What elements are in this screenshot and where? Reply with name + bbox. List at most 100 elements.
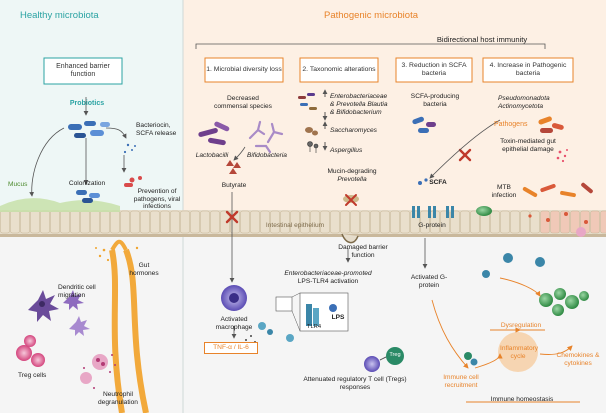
actinomycetota-label: Actinomycetota [498,103,544,110]
damaged-barrier-icon [341,233,359,244]
epithelial-cell [270,210,280,234]
epithelial-cell [540,210,550,234]
pathogen-icon [124,176,142,187]
pathogenic-title: Pathogenic microbiota [324,10,418,21]
taxon-line-2: & Prevotella Blautia [330,101,388,108]
neutrophil-label: Neutrophil degranulation [98,391,138,406]
immune-cell-icon [258,322,294,342]
cytokines-label: TNF-α / IL-6 [204,342,258,354]
dendritic-cell-icon [69,316,90,336]
epithelial-cell [130,210,140,234]
epithelial-cell [20,210,30,234]
butyrate-icon [226,160,241,174]
epithelial-cell [560,210,570,234]
epithelial-cell [240,210,250,234]
epithelial-cell [530,210,540,234]
epithelial-cell [170,210,180,234]
treg-label: Treg [389,352,401,358]
epithelial-cell [200,210,210,234]
epithelial-cell [160,210,170,234]
epithelial-cell [510,210,520,234]
colonization-bacteria-icon [76,190,100,203]
mechanism-3-label: 3. Reduction in SCFA bacteria [397,59,471,81]
epithelial-cell [60,210,70,234]
tlr4-label: TLR4 [306,324,322,330]
epithelial-cell [40,210,50,234]
epithelial-cell [90,210,100,234]
scfa-bacteria-icon [412,116,436,133]
lps-tlr4-zoom [275,292,349,332]
scfa-producing-label: SCFA-producing bacteria [410,93,460,108]
epithelial-cell [520,210,530,234]
epithelial-cell [370,210,380,234]
entero-promoted-label: Enterobacteriaceae-promoted [284,270,372,277]
colonization-label: Colonization [68,180,106,187]
mucus-label: Mucus [8,181,28,188]
activated-macrophage-label: Activated macrophage [215,316,253,331]
epithelial-cell [490,210,500,234]
epithelial-cell [210,210,220,234]
damaged-barrier-label: Damaged barrier function [338,244,388,259]
epithelial-cell [290,210,300,234]
dendritic-cell-icon [28,290,59,322]
epithelial-cell [150,210,160,234]
epithelial-cell [590,210,600,234]
epithelial-cell [470,210,480,234]
epithelial-cell [190,210,200,234]
scfa-label: SCFA [429,179,447,186]
lactobacilli-icon [198,121,230,146]
immune-cell-icon [464,352,478,366]
epithelial-cell [330,210,340,234]
scfa-molecule-icon [418,178,428,185]
epithelial-cell [50,210,60,234]
epithelial-cell [320,210,330,234]
toxin-label: Toxin-mediated gut epithelial damage [500,138,556,153]
prevention-label: Prevention of pathogens, viral infection… [133,188,181,211]
g-protein-label: G-protein [418,222,446,229]
dendritic-cell-icon [63,290,84,310]
mtb-icon [522,182,593,198]
lps-tlr4-label: LPS-TLR4 activation [297,278,359,285]
epithelial-cell [260,210,270,234]
bifidobacteria-icon [248,120,284,154]
epithelial-cell [340,210,350,234]
bifidobacteria-label: Bifidobacteria [247,152,287,159]
epithelial-cell [100,210,110,234]
mtb-label: MTB infection [491,184,517,199]
epithelial-cell [140,210,150,234]
epithelial-cell [30,210,40,234]
inflammatory-cycle-label: Inflammatory cycle [500,345,539,360]
bidirectional-label: Bidirectional host immunity [436,35,528,44]
epithelial-cell [0,210,10,234]
neutrophil-icon [576,227,586,237]
healthy-title: Healthy microbiota [20,10,99,21]
mechanism-1-label: 1. Microbial diversity loss [206,59,282,81]
epithelial-cell [600,210,606,234]
treg-cell-icon [16,335,45,367]
treg-cells-label: Treg cells [18,372,47,379]
chemokines-label: Chemokines & cytokines [556,352,600,367]
epithelial-cell [300,210,310,234]
intestinal-epithelium [0,210,606,237]
lps-label: LPS [331,314,345,321]
yeast-icon [305,127,318,136]
dysregulation-label: Dysregulation [500,322,542,329]
gut-hormones-label: Gut hormones [129,262,159,277]
epithelial-cell [420,210,430,234]
activated-g-protein-label: Activated G-protein [410,274,448,289]
epithelial-cell [280,210,290,234]
epithelial-cell [110,210,120,234]
immune-recruitment-label: Immune cell recruitment [443,374,479,389]
aspergillus-icon [307,141,319,153]
pathogens-label: Pathogens [494,121,528,128]
red-x-icon [458,148,472,162]
pathogen-bacteria-icon [538,116,564,133]
treg-cell-icon [364,347,404,372]
epithelial-cell [310,210,320,234]
inflammatory-cycle-glow [498,332,538,372]
damaged-epithelium-icon [528,212,588,224]
epithelial-cell [570,210,580,234]
epithelial-cell [220,210,230,234]
epithelial-cell [400,210,410,234]
taxon-line-1: Enterobacteriaceae [330,93,388,100]
